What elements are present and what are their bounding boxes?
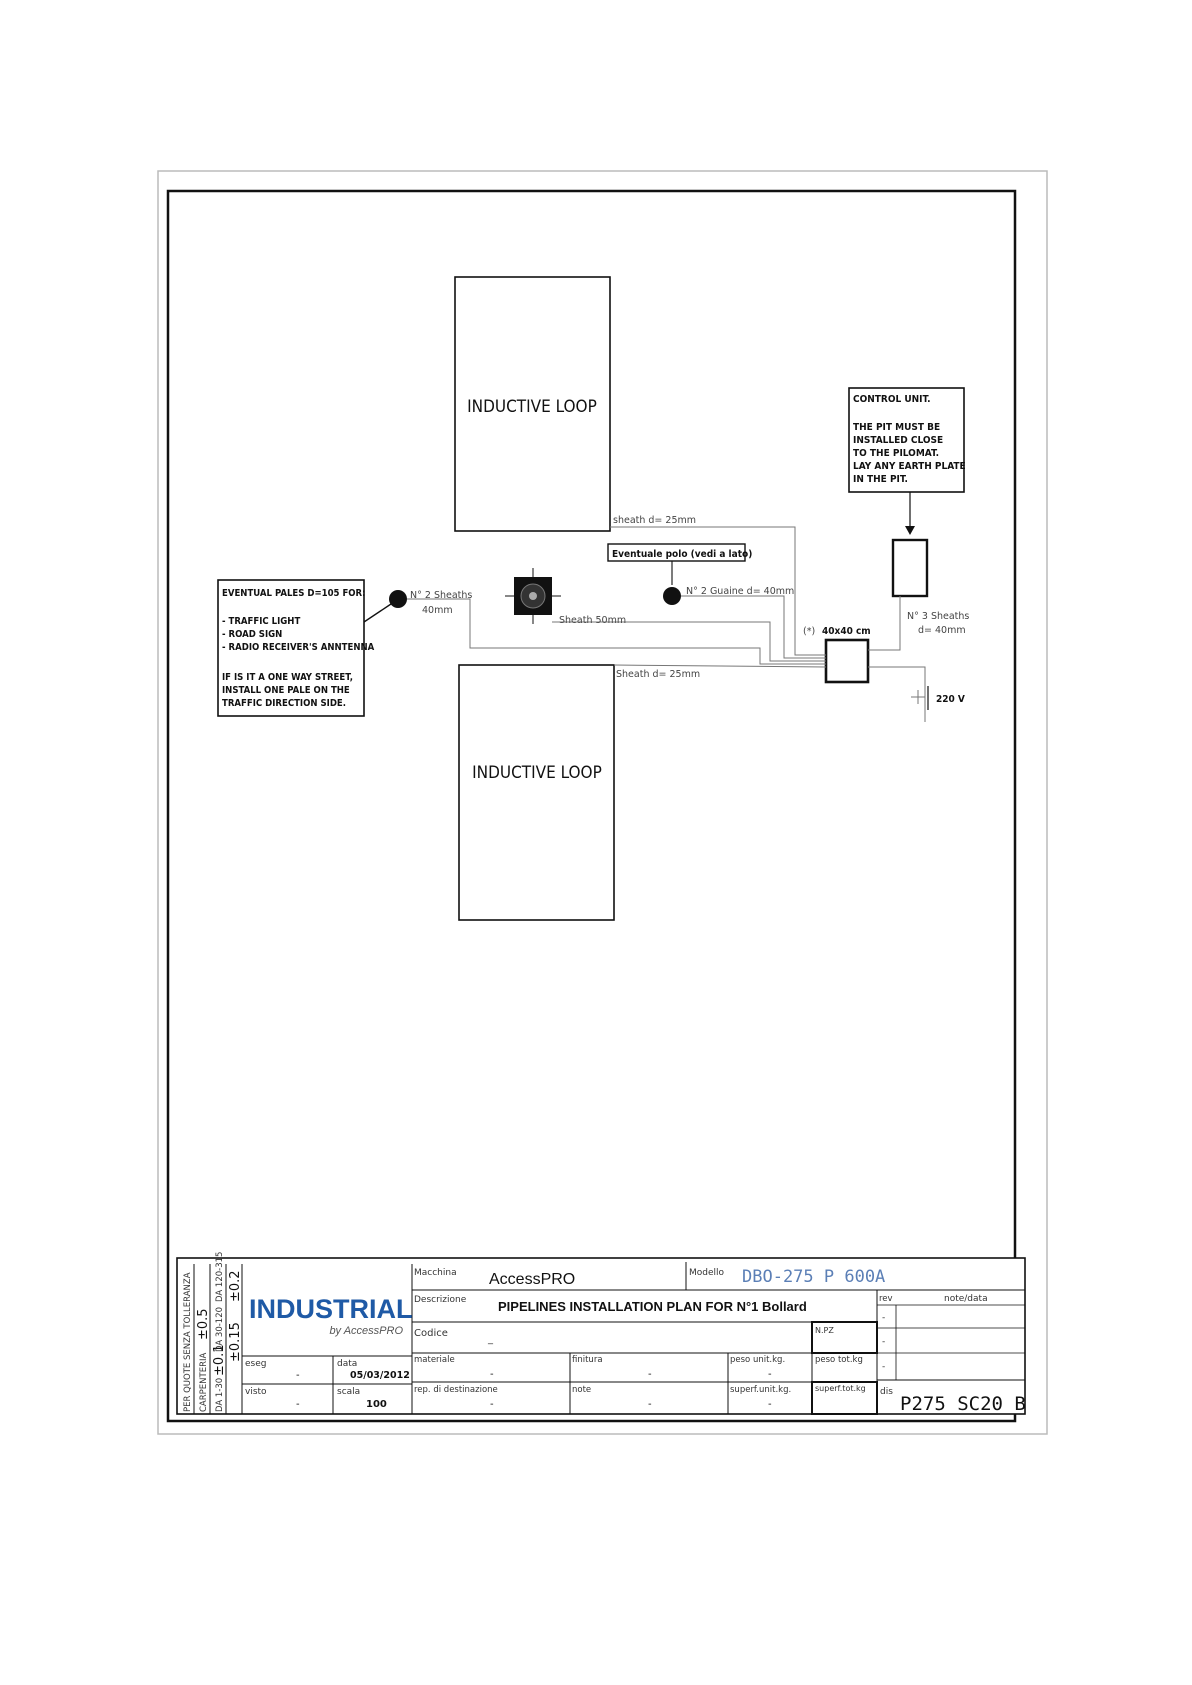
- range-2: DA 30-120: [215, 1307, 225, 1352]
- voltage-label: 220 V: [936, 694, 965, 705]
- note-value: -: [648, 1399, 652, 1410]
- rev-dash-1: -: [882, 1313, 885, 1323]
- materiale-label: materiale: [414, 1355, 455, 1365]
- peso-unit-value: -: [768, 1369, 772, 1380]
- logo-sub: by AccessPRO: [329, 1325, 403, 1337]
- data-value: 05/03/2012: [350, 1370, 410, 1381]
- pales-leader: [363, 603, 392, 623]
- eseg-label: eseg: [245, 1359, 266, 1369]
- macchina-value: AccessPRO: [489, 1271, 575, 1288]
- sheath-bottom-label: Sheath d= 25mm: [616, 669, 700, 680]
- macchina-label: Macchina: [414, 1268, 457, 1278]
- tol-02: ±0.2: [228, 1270, 243, 1302]
- eventuale-polo-label: Eventuale polo (vedi a lato): [612, 549, 752, 560]
- tolerance-caption: PER QUOTE SENZA TOLLERANZA: [183, 1272, 193, 1412]
- control-unit-rectangle: [891, 538, 929, 598]
- eventual-pales-note-2: INSTALL ONE PALE ON THE: [222, 685, 350, 696]
- pit-40x40: [824, 638, 870, 684]
- finitura-label: finitura: [572, 1355, 603, 1365]
- sheet-outline: [157, 170, 1048, 1435]
- rev-label: rev: [879, 1294, 893, 1304]
- npz-label: N.PZ: [815, 1326, 834, 1335]
- pit-size-prefix: (*): [803, 626, 815, 637]
- eseg-value: -: [296, 1370, 300, 1381]
- right-pale: [663, 587, 681, 605]
- eventual-pales-item-2: - ROAD SIGN: [222, 629, 282, 640]
- control-unit-line-3: TO THE PILOMAT.: [853, 448, 939, 459]
- sheaths-3-label-a: N° 3 Sheaths: [907, 611, 969, 622]
- finitura-value: -: [648, 1369, 652, 1380]
- dis-label: dis: [880, 1387, 893, 1397]
- left-pale: [389, 590, 407, 608]
- eventual-pales-box: [217, 579, 365, 717]
- control-unit-title: CONTROL UNIT.: [853, 394, 931, 405]
- descrizione-label: Descrizione: [414, 1295, 467, 1305]
- sheaths-2-label-a: N° 2 Sheaths: [410, 590, 472, 601]
- notedata-label: note/data: [944, 1294, 988, 1304]
- codice-label: Codice: [414, 1328, 448, 1339]
- guaine-label: N° 2 Guaine d= 40mm: [686, 586, 794, 597]
- eventual-pales-note-1: IF IS IT A ONE WAY STREET,: [222, 672, 353, 683]
- scala-label: scala: [337, 1387, 360, 1397]
- carpenteria-label: CARPENTERIA: [199, 1353, 209, 1412]
- control-unit-line-5: IN THE PIT.: [853, 474, 908, 485]
- rev-dash-3: -: [882, 1362, 885, 1372]
- modello-value: DBO-275 P 600A: [742, 1267, 885, 1287]
- inductive-loop-top: [454, 276, 611, 532]
- rev-dash-2: -: [882, 1337, 885, 1347]
- superf-tot-label: superf.tot.kg: [815, 1384, 866, 1393]
- visto-label: visto: [245, 1387, 267, 1397]
- inductive-loop-top-label: INDUCTIVE LOOP: [467, 397, 597, 417]
- modello-label: Modello: [689, 1268, 725, 1278]
- sheath-lines: [407, 526, 926, 722]
- eventual-pales-item-1: - TRAFFIC LIGHT: [222, 616, 300, 627]
- control-unit-line-1: THE PIT MUST BE: [853, 422, 940, 433]
- rep-value: -: [490, 1399, 494, 1410]
- materiale-value: -: [490, 1369, 494, 1380]
- superf-unit-value: -: [768, 1399, 772, 1410]
- tol-01: ±0.1: [212, 1344, 227, 1376]
- industrial-logo: INDUSTRIAL: [249, 1294, 413, 1324]
- control-unit-line-2: INSTALLED CLOSE: [853, 435, 943, 446]
- visto-value: -: [296, 1399, 300, 1410]
- drawing-number: P275 SC20 B: [900, 1393, 1026, 1415]
- pit-size-label: 40x40 cm: [822, 626, 871, 637]
- range-1: DA 1-30: [215, 1378, 225, 1412]
- sheath-50-label: Sheath 50mm: [559, 615, 626, 626]
- sheaths-3-label-b: d= 40mm: [918, 625, 966, 636]
- tol-015: ±0.15: [228, 1322, 243, 1362]
- sheaths-2-label-b: 40mm: [422, 605, 453, 616]
- title-block: [176, 1257, 1026, 1415]
- peso-unit-label: peso unit.kg.: [730, 1355, 785, 1365]
- drawing-frame: [166, 189, 1017, 1423]
- control-unit-arrowhead: [905, 526, 915, 535]
- inductive-loop-bottom-label: INDUCTIVE LOOP: [472, 763, 602, 783]
- note-label: note: [572, 1385, 591, 1395]
- range-3: DA 120-315: [215, 1252, 225, 1302]
- sheath-top-label: sheath d= 25mm: [613, 515, 696, 526]
- eventuale-polo-box: [607, 543, 746, 562]
- inductive-loop-bottom: [458, 664, 615, 921]
- rep-label: rep. di destinazione: [414, 1385, 498, 1395]
- eventual-pales-item-3: - RADIO RECEIVER'S ANNTENNA: [222, 642, 375, 653]
- tol-05: ±0.5: [196, 1308, 211, 1340]
- peso-tot-label: peso tot.kg: [815, 1355, 863, 1365]
- data-label: data: [337, 1359, 357, 1369]
- control-unit-box: [848, 387, 965, 493]
- scala-value: 100: [366, 1399, 387, 1410]
- codice-value: _: [487, 1334, 494, 1345]
- descrizione-value: PIPELINES INSTALLATION PLAN FOR N°1 Boll…: [498, 1299, 807, 1314]
- bollard-center: [529, 592, 537, 600]
- eventual-pales-note-3: TRAFFIC DIRECTION SIDE.: [222, 698, 346, 709]
- superf-unit-label: superf.unit.kg.: [730, 1385, 791, 1395]
- control-unit-line-4: LAY ANY EARTH PLATE: [853, 461, 966, 472]
- eventual-pales-title: EVENTUAL PALES D=105 FOR:: [222, 588, 366, 599]
